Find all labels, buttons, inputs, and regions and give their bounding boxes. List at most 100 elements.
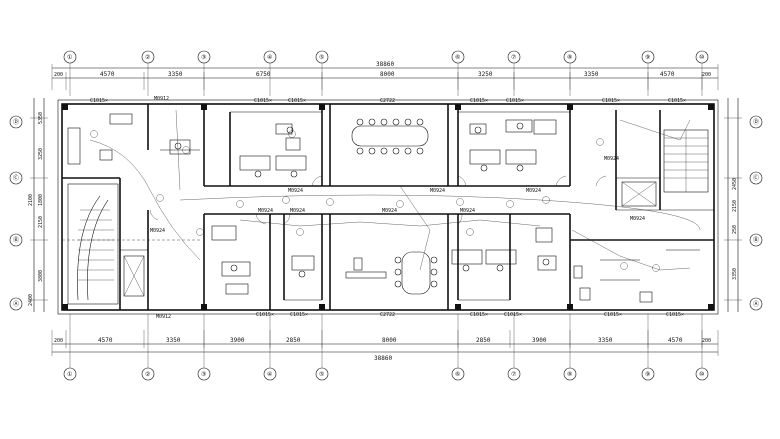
bottom-dim-seg: 3900 [532, 337, 547, 344]
light-fixtures [90, 130, 660, 272]
door-tag: M0924 [290, 208, 305, 214]
left-dim: 3800 [38, 270, 44, 282]
axis-label-right: Ⓐ [753, 300, 759, 308]
axis-label-left: Ⓒ [13, 174, 19, 182]
axis-label-bottom: ③ [201, 371, 206, 378]
axis-label-right: Ⓒ [753, 174, 759, 182]
structural-columns [62, 104, 714, 310]
side-dimension-lines [30, 98, 742, 312]
axis-bubbles-side [9, 115, 763, 311]
right-dim: 250 [732, 225, 738, 234]
door-tag-bottom: M0912 [156, 314, 171, 320]
axis-label-bottom: ⑩ [699, 371, 704, 378]
axis-label-top: ⑧ [567, 54, 572, 61]
door-swings [149, 175, 607, 225]
bottom-dim-seg: 3350 [166, 337, 181, 344]
door-tag: M0924 [430, 188, 445, 194]
bottom-dim-seg: 8000 [382, 337, 397, 344]
axis-label-top: ④ [267, 54, 272, 61]
right-dim: 3350 [732, 268, 738, 280]
top-dim-seg: 3350 [168, 71, 183, 78]
door-tag: M0924 [258, 208, 273, 214]
top-dim-right-end: 200 [702, 72, 711, 78]
axis-label-left: Ⓑ [13, 236, 19, 244]
axis-label-top: ② [145, 54, 150, 61]
left-dim: 2150 [38, 216, 44, 228]
door-tag: M0924 [288, 188, 303, 194]
top-dim-seg: 3250 [478, 71, 493, 78]
bottom-dim-seg: 4570 [98, 337, 113, 344]
top-dim-seg: 8000 [380, 71, 395, 78]
axis-label-bottom: ⑦ [511, 371, 516, 378]
door-tag-top: M0912 [154, 96, 169, 102]
window-tag-bottom: C1015× [504, 312, 522, 318]
left-dim: 1800 [38, 194, 44, 206]
bottom-dim-seg: 2850 [286, 337, 301, 344]
axis-label-top: ⑨ [645, 54, 650, 61]
stair-right [621, 129, 709, 207]
right-dim: 2450 [732, 178, 738, 190]
axis-label-top: ③ [201, 54, 206, 61]
window-tag-bottom: C1015× [666, 312, 684, 318]
axis-label-bottom: ④ [267, 371, 272, 378]
conference-table-bottom [345, 251, 438, 295]
lighting-circuits [62, 109, 714, 271]
door-tag: M0924 [604, 156, 619, 162]
window-tag-bottom: C1015× [470, 312, 488, 318]
axis-label-right: Ⓑ [753, 236, 759, 244]
window-tag-bottom: C1015× [604, 312, 622, 318]
window-tag-bottom: C1015× [256, 312, 274, 318]
axis-label-bottom: ⑥ [455, 371, 460, 378]
axis-label-bottom: ⑤ [319, 371, 324, 378]
door-tag: M0924 [150, 228, 165, 234]
left-dim: 2400 [28, 294, 34, 306]
bottom-dim-seg: 3350 [598, 337, 613, 344]
axis-label-bottom: ⑨ [645, 371, 650, 378]
top-dim-seg: 4570 [660, 71, 675, 78]
conference-table-top [351, 118, 429, 155]
axis-bubbles-top [63, 50, 709, 64]
interior-walls [62, 104, 714, 310]
left-dim: 2100 [28, 194, 34, 206]
window-tag-top: C1015× [254, 98, 272, 104]
office-workstations [67, 113, 653, 303]
axis-label-top: ⑥ [455, 54, 460, 61]
top-dim-seg: 6750 [256, 71, 271, 78]
axis-label-top: ⑤ [319, 54, 324, 61]
axis-label-bottom: ⑧ [567, 371, 572, 378]
window-tag-top: C1015× [90, 98, 108, 104]
window-tag-top: C2722 [380, 98, 395, 104]
door-tag: M0924 [526, 188, 541, 194]
door-tag: M0924 [630, 216, 645, 222]
window-tag-top: C1015× [506, 98, 524, 104]
overall-dimension-top: 38860 [376, 61, 394, 68]
door-tag: M0924 [382, 208, 397, 214]
overall-dimension-bottom: 38860 [374, 355, 392, 362]
axis-label-bottom: ① [67, 371, 72, 378]
axis-label-right: Ⓓ [753, 118, 759, 126]
bottom-dim-right-end: 200 [702, 338, 711, 344]
left-dim: 5350 [38, 112, 44, 124]
top-dim-seg: 4570 [100, 71, 115, 78]
door-tag: M0924 [460, 208, 475, 214]
top-dim-seg: 3350 [584, 71, 599, 78]
window-tag-top: C1015× [602, 98, 620, 104]
window-tag-top: C1015× [288, 98, 306, 104]
grid-axis-lines [69, 63, 703, 368]
axis-label-bottom: ② [145, 371, 150, 378]
axis-label-top: ⑩ [699, 54, 704, 61]
window-tag-bottom: C1015× [290, 312, 308, 318]
right-dim: 2150 [732, 200, 738, 212]
bottom-dim-seg: 2850 [476, 337, 491, 344]
top-dim-left-end: 200 [54, 72, 63, 78]
stair-left [67, 183, 145, 305]
window-tag-top: C1015× [470, 98, 488, 104]
left-dim: 3250 [38, 148, 44, 160]
window-tag-top: C1015× [668, 98, 686, 104]
axis-label-left: Ⓓ [13, 118, 19, 126]
window-tag-bottom: C2722 [380, 312, 395, 318]
bottom-dim-seg: 3900 [230, 337, 245, 344]
bottom-dim-seg: 4570 [668, 337, 683, 344]
axis-label-left: Ⓐ [13, 300, 19, 308]
